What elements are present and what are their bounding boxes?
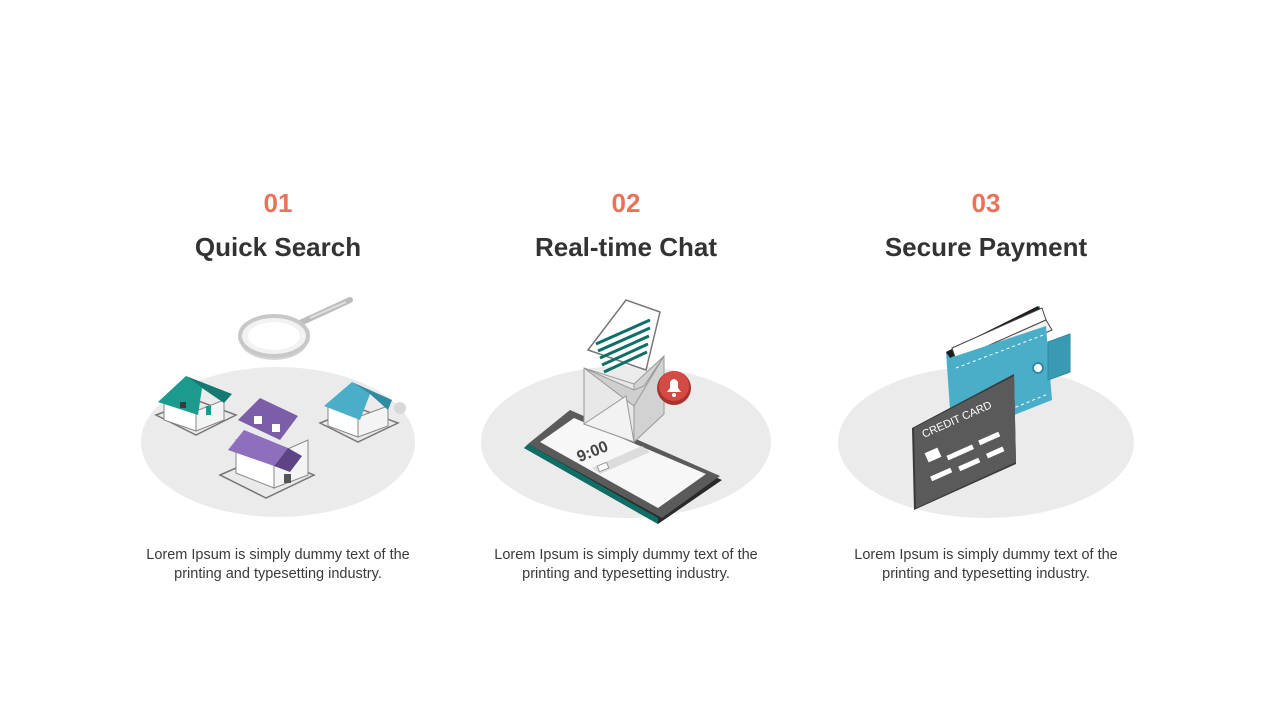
feature-title: Real-time Chat <box>534 232 718 262</box>
feature-secure-payment: 03 Secure Payment CREDIT CARD Lorem Ipsu… <box>796 0 1176 720</box>
wallet-card-icon: CREDIT CARD <box>838 306 1134 518</box>
feature-description: Lorem Ipsum is simply dummy text of the … <box>146 547 410 582</box>
feature-title: Secure Payment <box>884 232 1088 262</box>
phone-envelope-icon: 9:00 <box>481 299 771 524</box>
feature-description: Lorem Ipsum is simply dummy text of the … <box>494 547 758 582</box>
feature-title: Quick Search <box>194 232 362 262</box>
houses-magnifier-icon <box>141 297 415 517</box>
feature-description: Lorem Ipsum is simply dummy text of the … <box>854 547 1118 582</box>
feature-quick-search: 01 Quick Search Lorem Ipsum i <box>88 0 468 720</box>
feature-number: 03 <box>971 188 1001 218</box>
feature-number: 02 <box>611 188 641 218</box>
feature-number: 01 <box>263 188 293 218</box>
feature-real-time-chat: 02 Real-time Chat 9:00 Lorem Ipsum is si… <box>436 0 816 720</box>
